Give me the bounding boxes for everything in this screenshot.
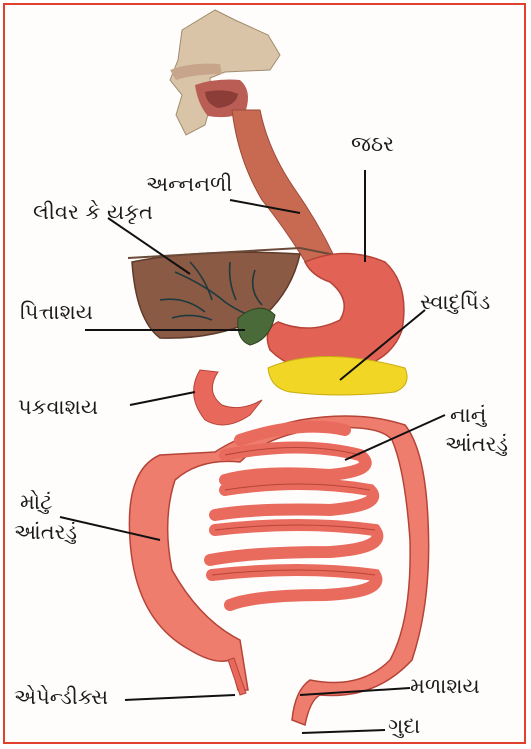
label-small-intestine-line-2: આંતરડું: [445, 432, 508, 456]
label-large-intestine-line-2: આંતરડું: [14, 520, 77, 544]
label-duodenum: પકવાશય: [18, 395, 98, 419]
label-small-intestine-line-1: નાનું: [450, 403, 486, 427]
label-anus: ગુદા: [388, 714, 420, 738]
label-food-pipe: અન્નનળી: [146, 172, 232, 196]
duodenum: [194, 370, 262, 425]
label-pancreas: સ્વાદુપિંડ: [420, 290, 490, 314]
label-gall-bladder: પિત્તાશય: [20, 300, 93, 324]
label-liver: લીવર કે યકૃત: [33, 200, 153, 224]
head-cross-section: [170, 10, 280, 135]
pancreas: [268, 357, 407, 396]
esophagus: [232, 110, 335, 270]
label-stomach: જઠર: [351, 132, 394, 156]
label-large-intestine-line-1: મોટું: [20, 490, 52, 514]
label-rectum: મળાશય: [410, 674, 480, 698]
label-appendix: એપેન્ડીક્સ: [14, 685, 108, 709]
